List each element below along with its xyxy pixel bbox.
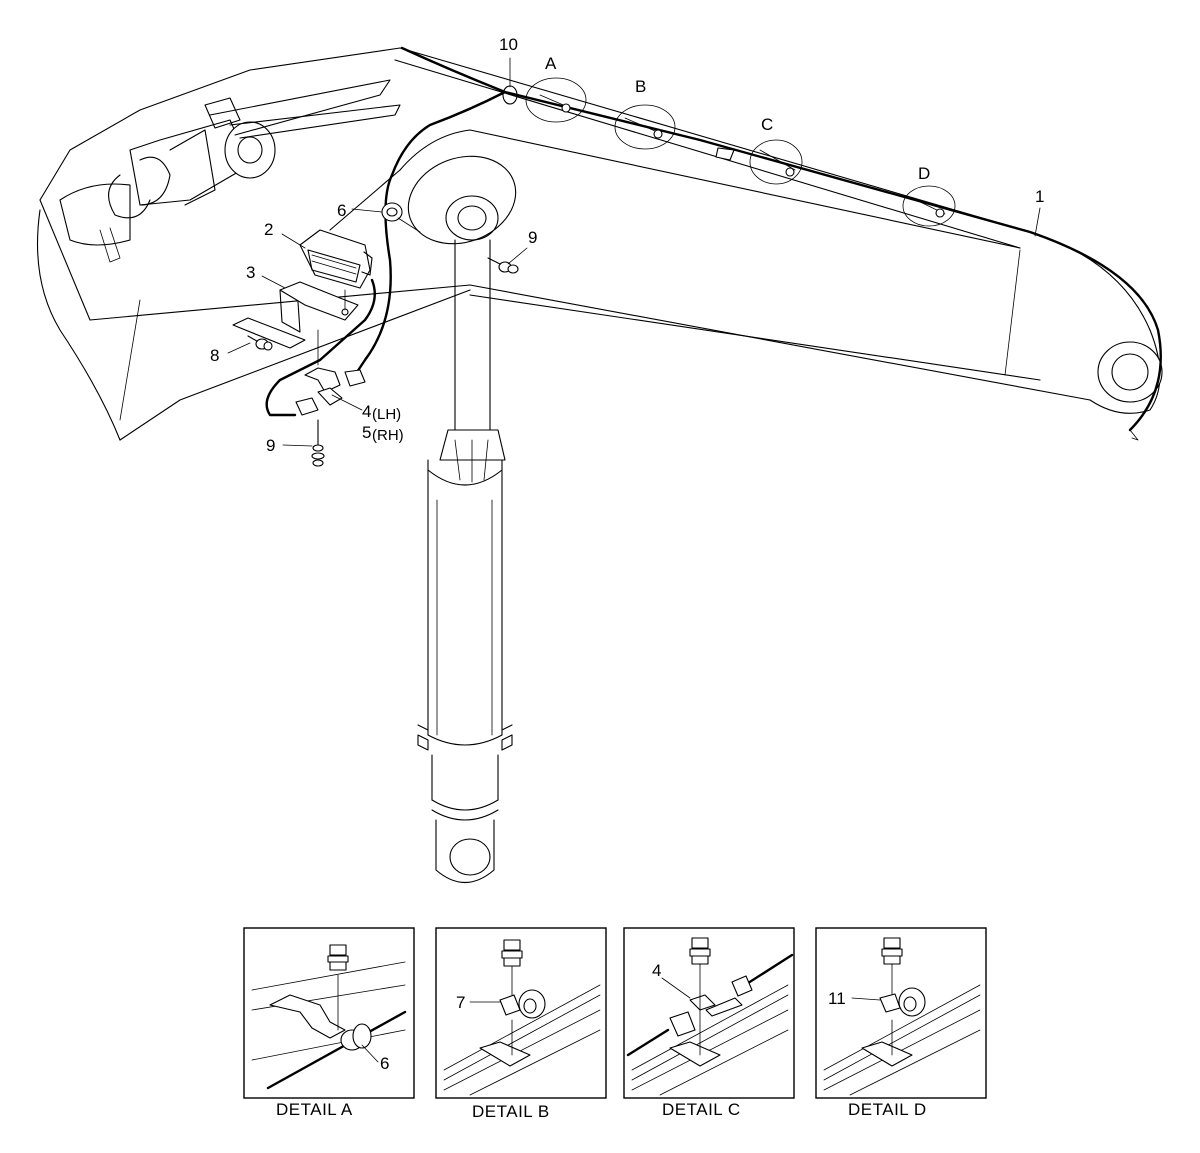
boom-cylinder (407, 155, 517, 883)
detail-a-caption: DETAIL A (276, 1100, 353, 1119)
detail-marker-ellipses (525, 77, 956, 227)
callout-10: 10 (499, 35, 518, 54)
detail-b-caption: DETAIL B (472, 1102, 550, 1121)
detail-marker-a: A (545, 54, 557, 73)
callout-4: 4 (362, 402, 371, 421)
detail-d-callout: 11 (828, 989, 846, 1008)
bolt-9-lower (311, 419, 325, 467)
detail-c-caption: DETAIL C (662, 1100, 741, 1119)
boom-structure (36, 47, 1163, 441)
callout-6: 6 (337, 201, 346, 220)
callout-3: 3 (246, 263, 255, 282)
detail-marker-b: B (635, 77, 646, 96)
wire-harness (265, 46, 1162, 441)
detail-b-panel: 7 DETAIL B (435, 927, 607, 1121)
detail-b-callout: 7 (456, 993, 465, 1012)
detail-marker-c: C (761, 115, 773, 134)
detail-c-callout: 4 (652, 961, 661, 980)
callout-9-upper: 9 (528, 228, 537, 247)
callout-5: 5 (362, 423, 371, 442)
bolt-9-upper (487, 257, 519, 274)
mount-plate (232, 317, 319, 366)
callout-8: 8 (210, 346, 219, 365)
detail-a-panel: 6 DETAIL A (243, 927, 415, 1119)
work-lamp (299, 229, 373, 289)
bolt-8 (247, 335, 273, 351)
callout-5-suffix: (RH) (372, 427, 404, 444)
connector-bracket (295, 367, 366, 416)
detail-d-caption: DETAIL D (848, 1100, 927, 1119)
callout-9-lower: 9 (266, 436, 275, 455)
leader-lines (227, 57, 1041, 447)
callout-1: 1 (1035, 187, 1044, 206)
callout-2: 2 (264, 220, 273, 239)
detail-a-callout: 6 (380, 1054, 389, 1073)
callout-4-suffix: (LH) (372, 406, 401, 423)
detail-c-panel: 4 DETAIL C (623, 927, 795, 1119)
detail-marker-d: D (918, 164, 930, 183)
lamp-bracket (279, 281, 359, 333)
detail-d-panel: 11 DETAIL D (815, 927, 987, 1119)
